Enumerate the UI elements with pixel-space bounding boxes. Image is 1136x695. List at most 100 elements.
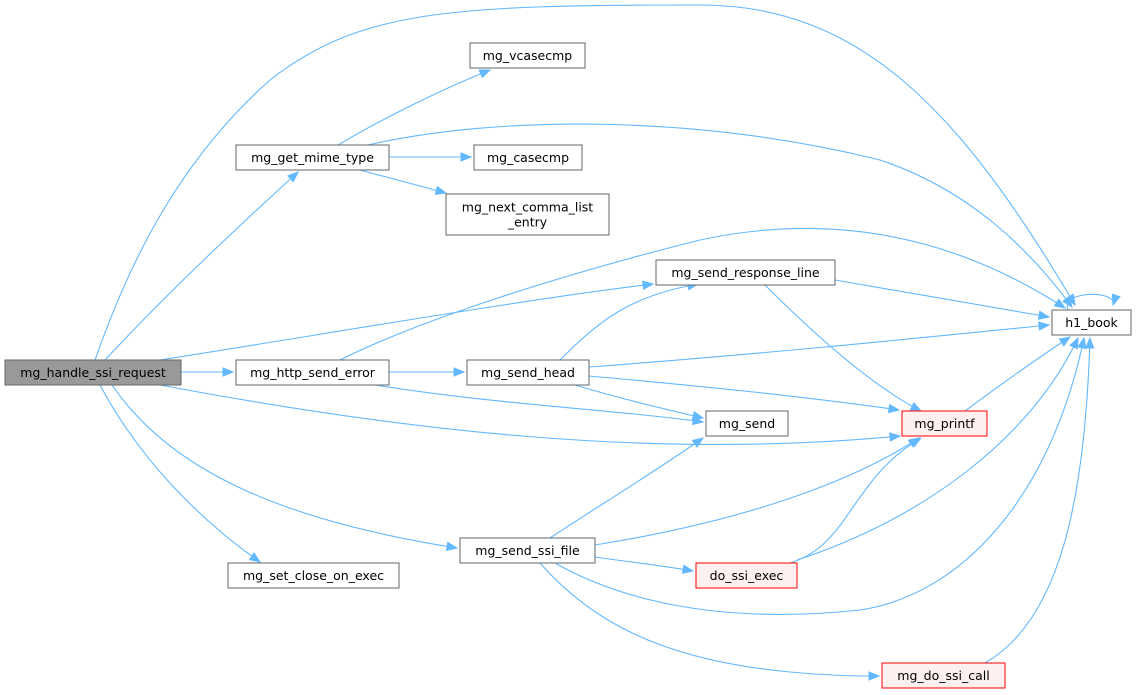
arrowhead [868, 671, 881, 681]
node-mg-vcasecmp[interactable]: mg_vcasecmp [469, 42, 586, 69]
node-box [901, 410, 988, 437]
edge-line [574, 384, 704, 419]
node-label: mg_send_head [481, 365, 575, 380]
arrowhead [460, 152, 473, 162]
edge-do_ssi_exec-to-h1_book [796, 336, 1079, 561]
edge-line [789, 437, 922, 564]
arrowhead [889, 432, 902, 442]
node-label: do_ssi_exec [710, 568, 784, 583]
node-box [473, 144, 583, 171]
edge-mg_get_mime_type-to-mg_next_comma_list_entry [359, 169, 448, 195]
node-label-line: _entry [507, 215, 548, 230]
node-label: mg_casecmp [487, 150, 569, 165]
node-mg-send-ssi-file[interactable]: mg_send_ssi_file [459, 537, 596, 564]
arrowhead [909, 437, 923, 448]
node-box [655, 259, 836, 286]
edge-mg_send_response_line-to-mg_printf [764, 284, 923, 412]
node-box [235, 144, 390, 171]
edge-mg_http_send_error-to-mg_send_head [389, 367, 466, 377]
node-box [4, 359, 182, 386]
edge-h1_book-to-h1_book [1066, 293, 1121, 311]
arrowhead [222, 367, 235, 377]
node-label-line: mg_casecmp [487, 150, 569, 165]
node-mg-get-mime-type[interactable]: mg_get_mime_type [235, 144, 390, 171]
node-label-line: mg_printf [914, 416, 975, 431]
edge-line [367, 123, 1073, 308]
node-mg-send-head[interactable]: mg_send_head [466, 359, 590, 386]
node-label: mg_get_mime_type [251, 150, 374, 165]
edge-mg_send_ssi_file-to-mg_printf [594, 437, 921, 546]
edge-line [588, 324, 1050, 368]
arrowhead [909, 402, 923, 412]
node-box [235, 359, 390, 386]
node-label-line: mg_set_close_on_exec [243, 568, 384, 583]
node-box [695, 562, 798, 589]
node-label-line: h1_book [1065, 315, 1118, 330]
arrowhead [1084, 336, 1095, 349]
node-mg-set-close-on-exec[interactable]: mg_set_close_on_exec [227, 562, 400, 589]
edge-mg_handle_ssi_request-to-mg_set_close_on_exec [99, 384, 262, 563]
node-label: mg_handle_ssi_request [20, 365, 166, 380]
node-label-line: mg_get_mime_type [251, 150, 374, 165]
node-mg-next-comma-list-entry[interactable]: mg_next_comma_list_entry [445, 193, 610, 236]
arrowhead [248, 552, 262, 563]
edge-mg_send_ssi_file-to-mg_do_ssi_call [539, 562, 881, 681]
node-label: mg_http_send_error [250, 365, 376, 380]
edge-mg_get_mime_type-to-mg_casecmp [389, 152, 473, 162]
edge-mg_do_ssi_call-to-h1_book [984, 336, 1095, 664]
node-box [459, 537, 596, 564]
node-h1-book[interactable]: h1_book [1051, 309, 1132, 336]
edge-line [337, 69, 491, 146]
edge-mg_send_head-to-mg_send [574, 384, 705, 421]
arrowhead [434, 185, 448, 195]
node-label-line: mg_send_ssi_file [475, 543, 580, 558]
edge-line [594, 437, 920, 546]
node-label: mg_send_response_line [671, 265, 820, 280]
node-mg-send[interactable]: mg_send [705, 410, 789, 437]
node-label-line: mg_send [719, 416, 775, 431]
arrowhead [887, 403, 901, 414]
edge-mg_handle_ssi_request-to-mg_send_response_line [159, 280, 655, 361]
node-label: mg_do_ssi_call [897, 668, 989, 683]
edge-line [764, 284, 922, 412]
node-box [466, 359, 590, 386]
arrowhead [1077, 336, 1087, 350]
node-box [705, 410, 789, 437]
arrowhead [287, 171, 299, 183]
node-mg-handle-ssi-request[interactable]: mg_handle_ssi_request [4, 359, 182, 386]
edge-line [374, 384, 704, 423]
edge-mg_send_head-to-h1_book [588, 321, 1051, 368]
node-label-line: mg_next_comma_list [462, 200, 594, 215]
node-label-line: mg_vcasecmp [483, 48, 573, 63]
node-box [445, 193, 610, 236]
node-label: mg_set_close_on_exec [243, 568, 384, 583]
node-label-line: mg_do_ssi_call [897, 668, 989, 683]
node-mg-send-response-line[interactable]: mg_send_response_line [655, 259, 836, 286]
edge-mg_handle_ssi_request-to-mg_send_ssi_file [111, 384, 459, 552]
edge-mg_send_ssi_file-to-do_ssi_exec [594, 556, 695, 574]
edge-mg_send_ssi_file-to-h1_book [554, 336, 1087, 615]
node-label: mg_vcasecmp [483, 48, 573, 63]
node-label-line: mg_http_send_error [250, 365, 376, 380]
node-mg-casecmp[interactable]: mg_casecmp [473, 144, 583, 171]
edge-line [359, 169, 447, 194]
arrowhead [681, 564, 695, 574]
node-mg-printf[interactable]: mg_printf [901, 410, 988, 437]
edge-line [559, 283, 699, 361]
edge-line [964, 336, 1071, 412]
edge-line [111, 384, 458, 549]
node-box [881, 662, 1006, 689]
node-mg-http-send-error[interactable]: mg_http_send_error [235, 359, 390, 386]
edge-line [834, 279, 1050, 318]
arrowhead [445, 541, 459, 552]
edge-line [594, 556, 694, 572]
arrowhead [642, 280, 655, 290]
arrowhead [691, 411, 705, 421]
node-label-line: mg_handle_ssi_request [20, 365, 166, 380]
node-label-line: mg_send_head [481, 365, 575, 380]
node-do-ssi-exec[interactable]: do_ssi_exec [695, 562, 798, 589]
node-label: mg_send [719, 416, 775, 431]
edge-mg_send_ssi_file-to-mg_send [549, 437, 705, 539]
node-mg-do-ssi-call[interactable]: mg_do_ssi_call [881, 662, 1006, 689]
